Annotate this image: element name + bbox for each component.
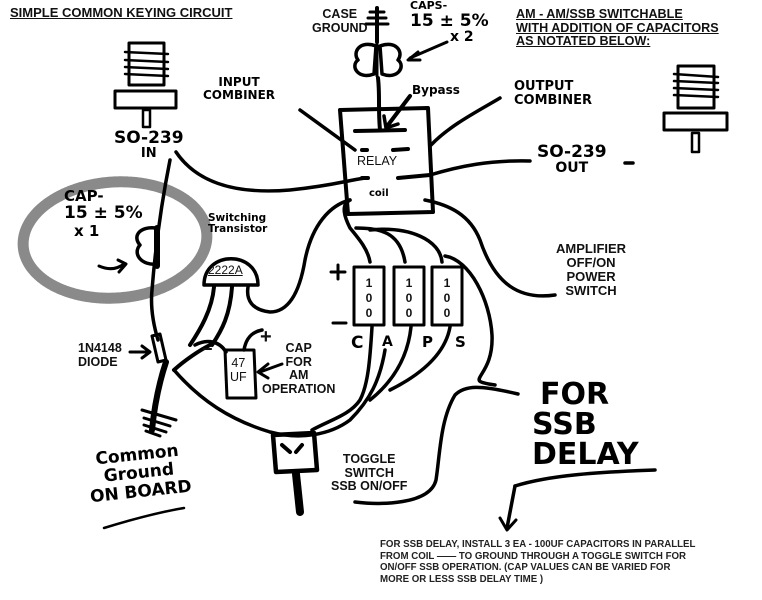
so239-in-line: SO-239	[114, 128, 184, 148]
diode-line: DIODE	[78, 354, 118, 369]
so239-in-connector-icon	[113, 41, 178, 129]
cap-am-minus: −	[202, 339, 213, 359]
cap-am-line: FOR	[285, 354, 312, 369]
caps-top-title: CAPS-	[410, 0, 448, 12]
cap-100-digit: 0	[405, 291, 413, 305]
caps-letter-p: P	[422, 333, 433, 351]
amp-switch-line: SWITCH	[565, 283, 617, 299]
cap-100-digit: 1	[405, 276, 413, 290]
output-combiner-line: COMBINER	[514, 93, 593, 109]
so239-in-line: IN	[140, 146, 157, 162]
cap-100-digit: 1	[443, 276, 451, 290]
ssb-note-line: FOR SSB DELAY, INSTALL 3 EA - 100UF CAPA…	[380, 539, 696, 550]
cap-100uf-2-icon	[392, 265, 426, 327]
case-ground-icon	[364, 6, 390, 44]
cap-100-digit: 0	[443, 291, 451, 305]
bypass-capacitors-icon	[353, 40, 403, 78]
ssb-note-line: ON/OFF SSB OPERATION. (CAP VALUES CAN BE…	[380, 562, 671, 574]
circled-cap-value: 15 ± 5%	[64, 203, 143, 224]
so239-out-label: SO-239 OUT	[537, 143, 607, 176]
ssb-note-line: MORE OR LESS SSB DELAY TIME )	[380, 573, 544, 585]
cap-100uf-1-icon	[352, 265, 386, 327]
amp-switch-label: AMPLIFIER OFF/ON POWER SWITCH	[556, 241, 627, 299]
cap-am-line: OPERATION	[262, 381, 336, 396]
cap-100-digit: 0	[443, 306, 451, 320]
ssb-delay-line: FOR	[540, 377, 610, 412]
ssb-delay-line: DELAY	[532, 437, 639, 472]
header-note-line: AS NOTATED BELOW:	[516, 34, 651, 49]
cap-100-digit: 0	[365, 306, 373, 320]
caps-top-value: 15 ± 5%	[410, 10, 489, 31]
circled-cap-label: CAP- 15 ± 5% x 1	[64, 188, 143, 239]
cap-47uf-line: UF	[230, 369, 247, 384]
common-ground-icon	[140, 408, 178, 438]
diode-label: 1N4148 DIODE	[78, 341, 122, 369]
transistor-icon	[202, 257, 260, 287]
switching-transistor-line: Transistor	[208, 223, 268, 236]
bypass-label: Bypass	[412, 83, 460, 97]
caps-top-count: x 2	[450, 29, 474, 46]
input-combiner-line: COMBINER	[203, 87, 276, 102]
caps-letter-a: A	[382, 334, 393, 350]
toggle-switch-icon	[270, 430, 320, 475]
diagram-title: SIMPLE COMMON KEYING CIRCUIT	[10, 5, 233, 20]
cap-100-digit: 0	[405, 306, 413, 320]
cap-100uf-3-icon	[430, 265, 464, 327]
toggle-switch-label: TOGGLE SWITCH SSB ON/OFF	[331, 452, 408, 494]
ssb-delay-heading: FOR SSB DELAY	[532, 380, 639, 470]
output-combiner-label: OUTPUT COMBINER	[514, 79, 593, 109]
cap-am-line: CAP	[285, 341, 312, 355]
cap-100-digit: 0	[365, 291, 373, 305]
ssb-delay-line: SSB	[532, 407, 597, 442]
so239-out-line: OUT	[555, 160, 589, 177]
header-note-line: WITH ADDITION OF CAPACITORS	[516, 20, 719, 35]
caps-top-label: CAPS- 15 ± 5% x 2	[410, 0, 489, 45]
cap-am-line: AM	[288, 368, 309, 382]
so239-out-line: SO-239	[537, 142, 607, 162]
toggle-switch-line: SWITCH	[344, 465, 394, 480]
toggle-switch-line: SSB ON/OFF	[331, 479, 408, 493]
switching-transistor-line: Switching	[208, 212, 267, 224]
ssb-note-line: FROM COIL —— TO GROUND THROUGH A TOGGLE …	[380, 550, 687, 562]
ssb-delay-note: FOR SSB DELAY, INSTALL 3 EA - 100UF CAPA…	[380, 539, 730, 586]
cap-100-digit: 1	[365, 276, 373, 290]
case-ground-line: GROUND	[312, 20, 368, 35]
amp-switch-line: AMPLIFIER	[556, 241, 627, 256]
so239-out-connector-icon	[662, 64, 729, 154]
case-ground-line: CASE	[322, 7, 358, 21]
header-note-line: AM - AM/SSB SWITCHABLE	[516, 7, 683, 21]
circled-cap-title: CAP-	[64, 187, 104, 205]
relay-label: RELAY	[357, 154, 398, 168]
cap-am-label: CAP FOR AM OPERATION	[262, 341, 336, 396]
toggle-switch-line: TOGGLE	[342, 452, 396, 466]
highlight-circle	[17, 176, 213, 304]
transistor-part-label: 2222A	[208, 263, 243, 277]
caps-letter-c: C	[351, 333, 364, 353]
switching-transistor-label: Switching Transistor	[208, 212, 268, 236]
amp-switch-line: POWER	[566, 269, 616, 285]
so239-in-label: SO-239 IN	[114, 129, 184, 161]
diode-line: 1N4148	[78, 341, 122, 355]
coil-label: coil	[369, 188, 389, 199]
circled-cap-count: x 1	[74, 221, 100, 240]
caps-letter-s: S	[455, 333, 466, 351]
cap-47uf-value: 47 UF	[230, 356, 247, 384]
cap-47uf-line: 47	[231, 356, 246, 370]
input-combiner-label: INPUT COMBINER	[203, 76, 275, 102]
common-ground-label: Common Ground ON BOARD	[85, 441, 192, 507]
amp-switch-line: OFF/ON	[566, 255, 616, 271]
cap-am-plus: +	[260, 326, 272, 348]
input-combiner-line: INPUT	[218, 75, 260, 89]
case-ground-label: CASE GROUND	[312, 7, 368, 35]
output-combiner-line: OUTPUT	[514, 79, 574, 94]
header-note: AM - AM/SSB SWITCHABLE WITH ADDITION OF …	[516, 7, 719, 49]
